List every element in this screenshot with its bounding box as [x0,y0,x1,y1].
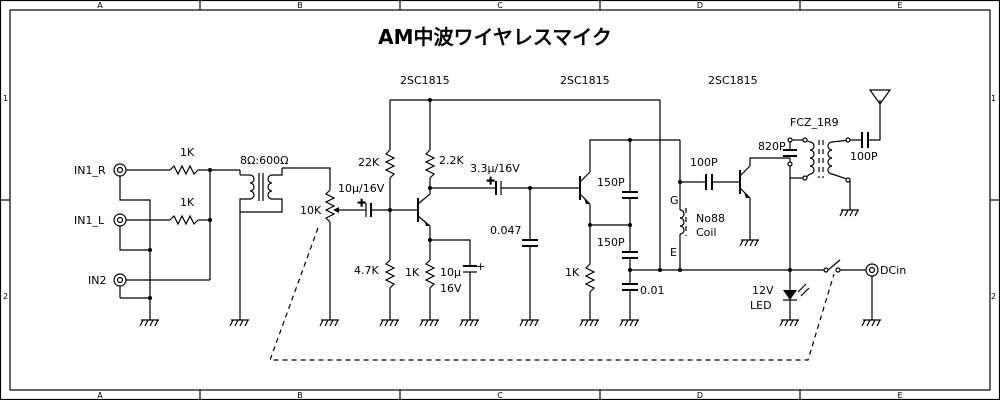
grid-col-b-top: B [297,1,303,10]
coupling-cap: + [485,173,580,195]
in2-label: IN2 [88,274,106,287]
transformer-label: 8Ω:600Ω [240,154,289,167]
led-type-label: LED [750,299,772,312]
grid-row-1-right: 1 [991,94,996,103]
c-cpl-label: 3.3μ/16V [470,162,520,175]
r-b1-label: 22K [358,156,380,169]
cap-0047 [522,188,538,320]
fcz-label: FCZ_1R9 [790,116,839,129]
input-transformer [239,167,331,320]
c-820-label: 820P [758,140,786,153]
grid-row-2-right: 2 [991,292,996,301]
in1-r-label: IN1_R [74,164,106,177]
r-c-label: 2.2K [439,154,464,167]
grid-col-e-bottom: E [897,391,902,400]
grid-row-1-left: 1 [3,94,8,103]
c-001-label: 0.01 [640,284,665,297]
ground-symbols [139,209,881,327]
c-100b-label: 100P [850,150,878,163]
grid-col-a-top: A [97,1,103,10]
vr-label: 10K [300,204,322,217]
c-150a-label: 150P [597,176,625,189]
tank-pads [787,137,851,183]
volume-pot [324,189,360,320]
r-in2-label: 1K [180,196,195,209]
q1-label: 2SC1815 [400,74,450,87]
grid-col-a-bottom: A [97,391,103,400]
grid-col-e-top: E [897,1,902,10]
c-047-label: 0.047 [490,224,522,237]
grid-col-c-bottom: C [497,391,503,400]
cap-100p-a [700,174,740,190]
c-e-plus: + [476,260,485,273]
r-e2-label: 1K [565,266,580,279]
page-title: AM中波ワイヤレスマイク [378,25,612,49]
ganged-switch-link [269,227,835,361]
grid-col-c-top: C [497,1,503,10]
inner-frame [9,9,991,391]
coil-type-label: Coil [696,226,717,239]
q2-label: 2SC1815 [560,74,610,87]
input-cap: + [356,195,390,217]
grid-col-b-bottom: B [297,391,303,400]
grid-col-d-top: D [697,1,703,10]
svg-text:+: + [486,174,495,187]
grid-labels: A B C D E A B C D E 1 2 1 2 [3,1,996,400]
c-e2-label: 16V [440,282,462,295]
coil-name-label: No88 [696,212,725,225]
q2-stage [579,100,800,320]
r-e-label: 1K [405,266,420,279]
grid-col-d-bottom: D [697,391,703,400]
q3-label: 2SC1815 [708,74,758,87]
input-wiring [119,164,241,320]
coil-e-label: E [670,246,677,259]
grid-row-2-left: 2 [3,292,8,301]
led-voltage-label: 12V [752,284,774,297]
r-b2-label: 4.7K [354,264,379,277]
power-switch [800,259,866,273]
c-in-label: 10μ/16V [338,182,385,195]
in1-l-label: IN1_L [74,214,105,227]
power-led [783,270,810,320]
c-e1-label: 10μ [440,266,461,279]
q3-stage [739,157,790,240]
c-150b-label: 150P [597,236,625,249]
r-in1-label: 1K [180,146,195,159]
coil-g-label: G [670,194,679,207]
dc-jack [865,263,879,320]
svg-text:+: + [357,196,366,209]
dcin-label: DCin [880,264,906,277]
c-100a-label: 100P [690,156,718,169]
osc-coil [679,140,700,270]
q1-stage [384,99,660,320]
